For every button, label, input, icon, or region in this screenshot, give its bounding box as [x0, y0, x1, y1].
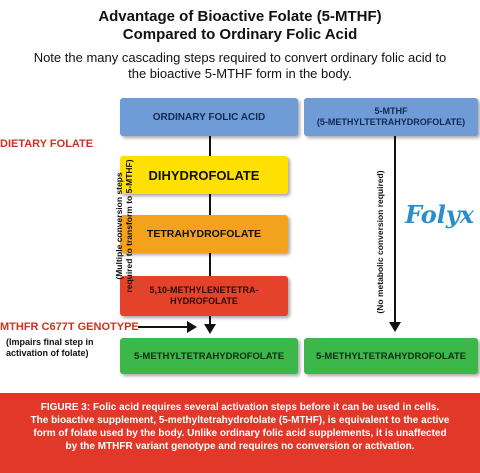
box-right-5-mthf-label: 5-METHYLTETRAHYDROFOLATE [315, 350, 467, 362]
dietary-folate-label: DIETARY FOLATE [0, 138, 94, 150]
box-ordinary-folic-acid-label: ORDINARY FOLIC ACID [152, 111, 266, 123]
folyx-logo-text: Folyx [405, 200, 475, 229]
box-dihydrofolate-label: DIHYDROFOLATE [148, 167, 260, 183]
box-methylene-label-1: 5,10-METHYLENETETRA- [149, 285, 259, 295]
caption-line-4: by the MTHFR variant genotype and requir… [65, 441, 415, 452]
impairs-line-1: (Impairs final step in [6, 337, 94, 347]
right-flow-line [394, 136, 396, 322]
right-flow-arrowhead [389, 322, 401, 332]
multiple-steps-line-1: (Multiple conversion steps [114, 172, 124, 280]
impairs-note: (Impairs final step in activation of fol… [6, 337, 116, 359]
note-line-2: the bioactive 5-MTHF form in the body. [128, 66, 352, 81]
page-title: Advantage of Bioactive Folate (5-MTHF) C… [0, 8, 480, 44]
multiple-steps-line-2: required to transform to 5-MTHF) [124, 159, 134, 293]
title-line-1: Advantage of Bioactive Folate (5-MTHF) [98, 8, 382, 25]
box-left-5-mthf-label: 5-METHYLTETRAHYDROFOLATE [133, 350, 285, 362]
box-tetrahydrofolate: TETRAHYDROFOLATE [120, 215, 288, 253]
box-dihydrofolate: DIHYDROFOLATE [120, 156, 288, 194]
box-tetrahydrofolate-label: TETRAHYDROFOLATE [146, 228, 262, 240]
box-right-5-mthf-bottom: 5-METHYLTETRAHYDROFOLATE [304, 338, 478, 374]
figure-caption: FIGURE 3: Folic acid requires several ac… [0, 393, 480, 473]
multiple-steps-note: (Multiple conversion steps required to t… [114, 136, 134, 316]
right-top-line-2: (5-METHYLTETRAHYDROFOLATE) [316, 117, 466, 127]
box-left-5-mthf: 5-METHYLTETRAHYDROFOLATE [120, 338, 298, 374]
note-line-1: Note the many cascading steps required t… [33, 50, 447, 65]
box-ordinary-folic-acid: ORDINARY FOLIC ACID [120, 98, 298, 136]
box-methylenetetrahydrofolate: 5,10-METHYLENETETRA- HYDROFOLATE [120, 276, 288, 316]
right-top-line-1: 5-MTHF [374, 106, 408, 116]
title-line-2: Compared to Ordinary Folic Acid [122, 26, 358, 43]
genotype-label: MTHFR C677T GENOTYPE [0, 321, 139, 333]
folyx-logo: Folyx [405, 200, 474, 229]
box-right-5-mthf-top: 5-MTHF (5-METHYLTETRAHYDROFOLATE) [304, 98, 478, 136]
left-flow-arrowhead [204, 324, 216, 334]
impairs-line-2: activation of folate) [6, 348, 89, 358]
caption-line-3: form of folate used by the body. Unlike … [33, 428, 447, 439]
genotype-arrow-shaft [138, 326, 188, 328]
caption-line-2: The bioactive supplement, 5-methyltetrah… [30, 415, 450, 426]
caption-line-1: FIGURE 3: Folic acid requires several ac… [40, 402, 440, 413]
genotype-arrowhead [187, 321, 197, 333]
no-conversion-text: (No metabolic conversion required) [375, 170, 385, 314]
subtitle-note: Note the many cascading steps required t… [10, 50, 470, 82]
box-methylene-label-2: HYDROFOLATE [170, 296, 238, 306]
no-conversion-note: (No metabolic conversion required) [375, 152, 385, 332]
